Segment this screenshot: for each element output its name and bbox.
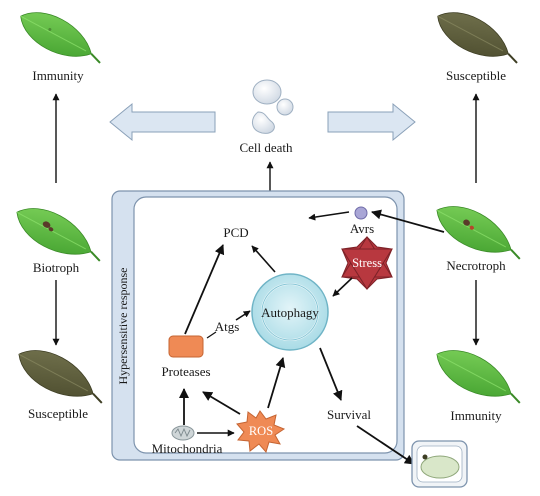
leaf-immunity-right bbox=[436, 350, 521, 404]
immunity-left-label: Immunity bbox=[32, 68, 84, 83]
survival-label: Survival bbox=[327, 407, 371, 422]
pcd-label: PCD bbox=[223, 225, 248, 240]
mitochondria-icon bbox=[171, 425, 195, 441]
proteases-box bbox=[168, 335, 204, 358]
susceptible-left-label: Susceptible bbox=[28, 406, 88, 421]
susceptible-right-label: Susceptible bbox=[446, 68, 506, 83]
ros-star bbox=[236, 410, 286, 454]
right-block-arrow bbox=[327, 102, 416, 142]
leaf-susceptible-left bbox=[18, 350, 103, 404]
left-block-arrow bbox=[109, 102, 216, 142]
leaf-susceptible-right bbox=[437, 12, 518, 64]
avrs-icon bbox=[354, 206, 368, 220]
cell-death-label: Cell death bbox=[239, 140, 293, 155]
stress-label: Stress bbox=[352, 256, 382, 270]
biotroph-label: Biotroph bbox=[33, 260, 80, 275]
cell-death-icon bbox=[252, 79, 294, 134]
necrotroph-label: Necrotroph bbox=[446, 258, 506, 273]
avrs-label: Avrs bbox=[350, 221, 374, 236]
proteases-label: Proteases bbox=[161, 364, 210, 379]
mitochondria-label: Mitochondria bbox=[152, 441, 223, 456]
autophagy-label: Autophagy bbox=[261, 305, 319, 320]
leaf-biotroph bbox=[16, 208, 101, 262]
autophagy-circle bbox=[251, 273, 329, 351]
leaf-immunity-left bbox=[20, 12, 101, 64]
ros-label: ROS bbox=[249, 424, 273, 438]
immunity-right-label: Immunity bbox=[450, 408, 502, 423]
hypersensitive-response-label: Hypersensitive response bbox=[116, 268, 130, 385]
atgs-label: Atgs bbox=[215, 319, 240, 334]
surviving-cell-icon bbox=[411, 440, 468, 488]
leaf-necrotroph bbox=[436, 206, 521, 260]
